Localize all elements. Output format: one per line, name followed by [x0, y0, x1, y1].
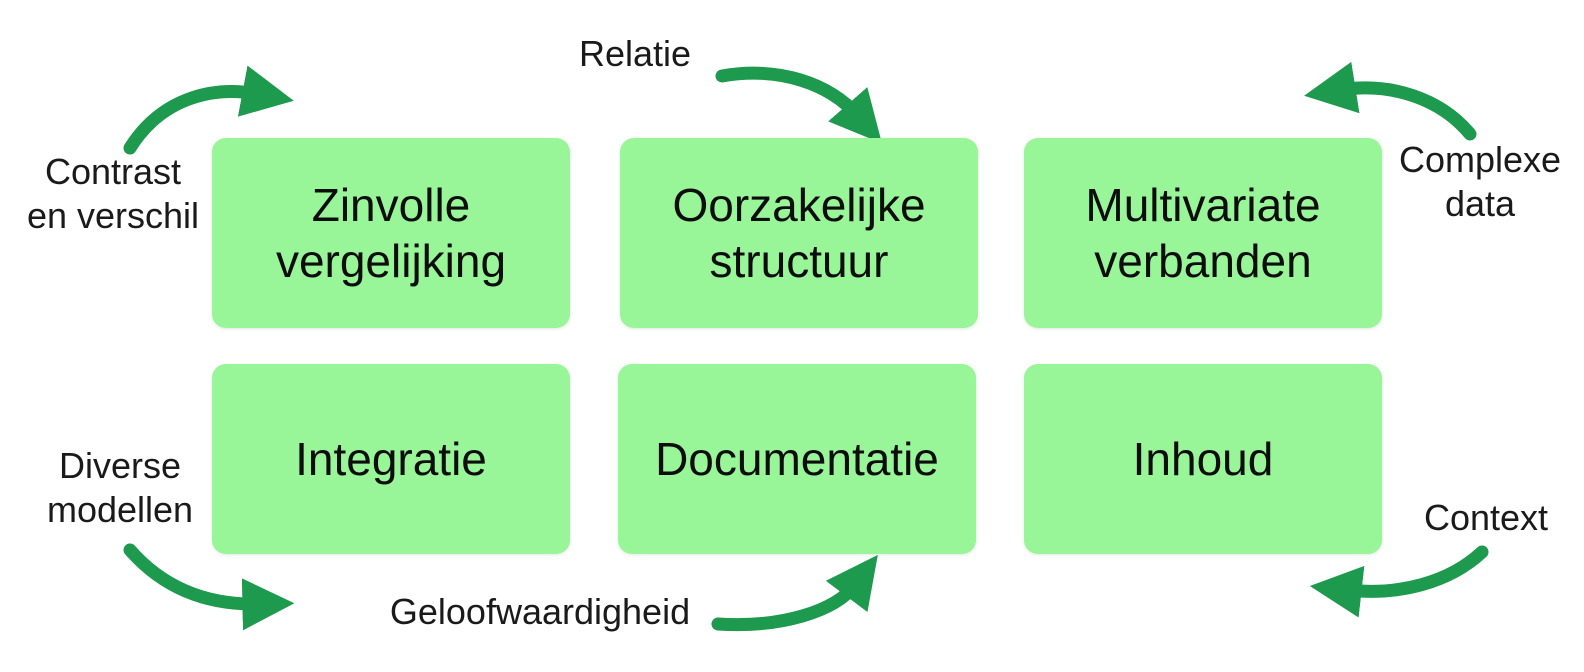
box-oorzakelijke-structuur-text: Oorzakelijke structuur — [672, 179, 926, 287]
label-contrast: Contrast en verschil — [26, 151, 200, 236]
box-documentatie-text: Documentatie — [655, 433, 939, 485]
label-context: Context — [1423, 497, 1549, 538]
box-inhoud-text: Inhoud — [1132, 433, 1274, 485]
box-oorzakelijke-structuur: Oorzakelijke structuur — [620, 138, 978, 328]
box-documentatie: Documentatie — [618, 364, 976, 554]
arrow-complexe — [1304, 61, 1477, 141]
arrow-diverse — [123, 543, 295, 631]
label-geloofwaardigheid: Geloofwaardigheid — [389, 591, 691, 632]
arrow-contrast — [123, 65, 294, 155]
box-integratie: Integratie — [212, 364, 570, 554]
label-complexe: Complexe data — [1398, 139, 1562, 224]
label-relatie: Relatie — [578, 33, 692, 74]
arrow-relatie — [715, 66, 882, 144]
arrow-geloofwaardigheid — [711, 554, 878, 632]
box-zinvolle-vergelijking-text: Zinvolle vergelijking — [275, 179, 507, 287]
arrow-context — [1309, 545, 1489, 618]
box-zinvolle-vergelijking: Zinvolle vergelijking — [212, 138, 570, 328]
box-integratie-text: Integratie — [295, 433, 487, 485]
box-multivariate-verbanden-text: Multivariate verbanden — [1085, 179, 1321, 287]
label-diverse: Diverse modellen — [46, 445, 194, 530]
box-multivariate-verbanden: Multivariate verbanden — [1024, 138, 1382, 328]
box-inhoud: Inhoud — [1024, 364, 1382, 554]
